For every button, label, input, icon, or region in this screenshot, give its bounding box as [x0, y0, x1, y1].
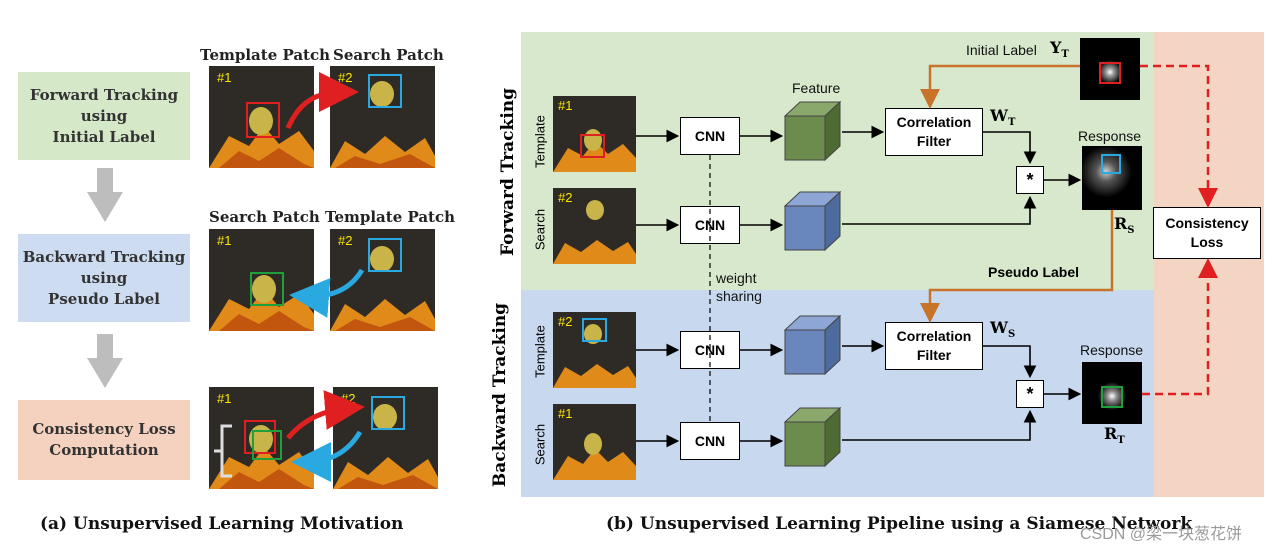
step-forward-box: Forward Tracking using Initial Label [18, 72, 190, 160]
f-search-tag: #2 [558, 190, 573, 205]
response-2-green-box [1101, 386, 1123, 408]
row3-tag-a: #1 [217, 391, 232, 406]
w-t-sub: T [1007, 117, 1016, 129]
r-t-main: R [1104, 424, 1118, 443]
step-forward-line2: using [80, 106, 128, 125]
pseudo-label-text: Pseudo Label [988, 264, 1080, 280]
cnn-box-4: CNN [680, 422, 740, 460]
w-t-label: WT [990, 106, 1015, 128]
step-consistency-line1: Consistency Loss [32, 420, 176, 438]
down-arrow-icon [87, 168, 123, 222]
feature-cube-f-search [783, 190, 842, 252]
cf2-line2: Filter [916, 347, 952, 363]
b-template-blue-box [582, 318, 607, 342]
consistency-loss-line1: Consistency [1165, 215, 1249, 231]
row2-tag-b: #2 [338, 233, 353, 248]
down-arrow-icon [87, 334, 123, 388]
row2-blue-box [368, 238, 402, 272]
initial-label-map [1080, 38, 1140, 100]
feature-cube-b-search [783, 406, 842, 468]
r-s-sub: S [1127, 225, 1135, 237]
correlation-filter-2: Correlation Filter [885, 322, 983, 370]
f-template-tag: #1 [558, 98, 573, 113]
row1-label-search: Search Patch [333, 46, 444, 64]
row2-label-search: Search Patch [209, 208, 320, 226]
b-template-image [553, 312, 636, 388]
response-label-2: Response [1080, 342, 1144, 358]
step-backward-line1: Backward Tracking [22, 247, 186, 266]
b-template-tag: #2 [558, 314, 573, 329]
y-t-main: Y [1050, 38, 1062, 57]
feature-label: Feature [792, 80, 841, 96]
response-map-1 [1082, 146, 1142, 210]
caption-a: (a) Unsupervised Learning Motivation [40, 514, 404, 534]
cf1-line2: Filter [916, 133, 952, 149]
response-map-2 [1082, 362, 1142, 424]
row2-template-image [330, 229, 435, 331]
row3-green-box [252, 430, 282, 460]
b-search-tag: #1 [558, 406, 573, 421]
weight-sharing-line1: weight [716, 270, 757, 286]
r-t-sub: T [1117, 435, 1125, 447]
row3-blue-box [371, 396, 405, 430]
watermark: CSDN @梁一块葱花饼 [1080, 526, 1243, 543]
initial-label-text: Initial Label [966, 42, 1037, 58]
step-forward-line1: Forward Tracking [29, 85, 179, 104]
step-forward-line3: Initial Label [52, 127, 156, 146]
flow-arrows [87, 168, 123, 388]
left-curved-arrows [214, 72, 365, 482]
consistency-loss-line2: Loss [1190, 234, 1224, 250]
y-t-sub: T [1061, 49, 1069, 61]
correlation-op-2: * [1016, 380, 1044, 408]
row1-blue-box [368, 74, 402, 108]
response-label-1: Response [1078, 128, 1142, 144]
step-consistency-box: Consistency Loss Computation [18, 400, 190, 480]
cnn-box-1: CNN [680, 117, 740, 155]
weight-sharing-line2: sharing [716, 288, 762, 304]
cf1-line1: Correlation [896, 114, 972, 130]
step-backward-box: Backward Tracking using Pseudo Label [18, 234, 190, 322]
feature-cube-f-template [783, 100, 842, 162]
step-backward-line3: Pseudo Label [48, 289, 160, 308]
w-t-main: W [990, 106, 1008, 125]
f-search-image [553, 188, 636, 264]
row1-red-box [246, 102, 280, 138]
b-search-image [553, 404, 636, 480]
row2-label-template: Template Patch [325, 208, 456, 226]
r-t-label: RT [1104, 424, 1125, 446]
row1-tag-a: #1 [217, 70, 232, 85]
step-consistency-line2: Computation [49, 441, 159, 459]
row2-tag-a: #1 [217, 233, 232, 248]
feature-cube-b-template [783, 314, 842, 376]
correlation-op-1: * [1016, 166, 1044, 194]
response-1-blue-box [1101, 154, 1121, 174]
r-s-main: R [1114, 214, 1128, 233]
w-s-label: WS [990, 318, 1015, 340]
row1-label-template: Template Patch [200, 46, 331, 64]
initial-label-red-box [1099, 62, 1121, 84]
row3-red-box [244, 420, 276, 454]
row2-green-box [250, 272, 284, 306]
y-t-label: YT [1050, 38, 1069, 60]
caption-b: (b) Unsupervised Learning Pipeline using… [606, 514, 1193, 534]
r-s-label: RS [1114, 214, 1135, 236]
w-s-sub: S [1007, 329, 1016, 341]
step-backward-line2: using [80, 268, 128, 287]
f-template-red-box [580, 134, 605, 158]
w-s-main: W [990, 318, 1008, 337]
cf2-line1: Correlation [896, 328, 972, 344]
